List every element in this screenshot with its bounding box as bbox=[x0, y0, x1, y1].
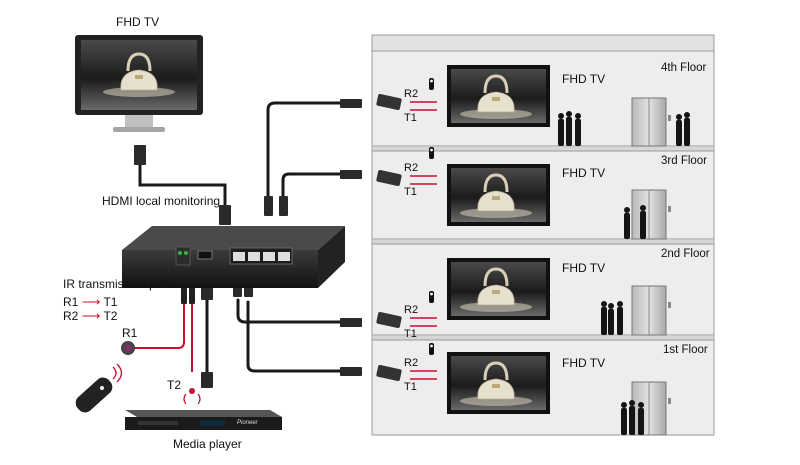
elevator-1 bbox=[631, 381, 671, 436]
floor-name-4: 4th Floor bbox=[661, 62, 707, 74]
receiver-4 bbox=[376, 78, 437, 111]
elevator-4 bbox=[631, 97, 671, 147]
media-player-label: Media player bbox=[173, 437, 242, 451]
floor-tv-label-4: FHD TV bbox=[562, 72, 606, 86]
arrow-icon: ⟶ bbox=[81, 294, 101, 309]
floor-tv-3 bbox=[447, 164, 550, 226]
local-monitor bbox=[75, 35, 203, 132]
people-silhouettes bbox=[558, 111, 690, 435]
ir-wiring bbox=[128, 302, 193, 372]
ir-map-row-1: R1 ⟶ T1 bbox=[63, 294, 117, 310]
floor-r-label-4: R2 bbox=[404, 88, 419, 100]
cables bbox=[138, 101, 344, 380]
ir-remote-control bbox=[75, 363, 123, 413]
monitor-label: FHD TV bbox=[116, 15, 160, 29]
floor-tv-label-1: FHD TV bbox=[562, 356, 606, 370]
floor-tv-1 bbox=[447, 352, 550, 414]
ir-map-to: T1 bbox=[103, 295, 118, 309]
ir-path-title: IR transmission path bbox=[63, 277, 173, 291]
elevator-3 bbox=[631, 189, 671, 240]
ir-map-to: T2 bbox=[103, 309, 118, 323]
media-player-device bbox=[125, 410, 282, 430]
player-brand-logo: Pioneer bbox=[237, 420, 258, 426]
floor-t-label-3: T1 bbox=[404, 186, 417, 198]
ir-map-from: R1 bbox=[63, 295, 79, 309]
t2-label: T2 bbox=[167, 378, 182, 392]
t2-ir-emitter bbox=[183, 388, 201, 405]
elevator-2 bbox=[631, 285, 671, 336]
hdmi-splitter-box bbox=[122, 226, 345, 288]
floor-name-2: 2nd Floor bbox=[661, 248, 710, 260]
hdmi-local-monitoring-label: HDMI local monitoring bbox=[102, 194, 221, 208]
receiver-1 bbox=[376, 343, 437, 381]
floor-r-label-3: R2 bbox=[404, 162, 419, 174]
floor-receivers bbox=[376, 78, 437, 381]
floor-t-label-2: T1 bbox=[404, 328, 417, 340]
floor-tv-4 bbox=[447, 65, 550, 127]
receiver-3 bbox=[376, 147, 437, 186]
floor-tv-2 bbox=[447, 258, 550, 320]
r1-label: R1 bbox=[122, 326, 138, 340]
floor-t-label-4: T1 bbox=[404, 112, 417, 124]
floor-t-label-1: T1 bbox=[404, 381, 417, 393]
r1-ir-receiver bbox=[121, 341, 135, 355]
floor-tv-label-3: FHD TV bbox=[562, 166, 606, 180]
floor-r-label-2: R2 bbox=[404, 304, 419, 316]
arrow-icon: ⟶ bbox=[81, 308, 101, 323]
receiver-2 bbox=[376, 291, 437, 328]
ir-map-row-2: R2 ⟶ T2 bbox=[63, 308, 117, 324]
floor-r-label-1: R2 bbox=[404, 357, 419, 369]
floor-name-3: 3rd Floor bbox=[661, 155, 708, 167]
floor-name-1: 1st Floor bbox=[663, 344, 708, 356]
ir-map-from: R2 bbox=[63, 309, 79, 323]
floor-tv-label-2: FHD TV bbox=[562, 261, 606, 275]
